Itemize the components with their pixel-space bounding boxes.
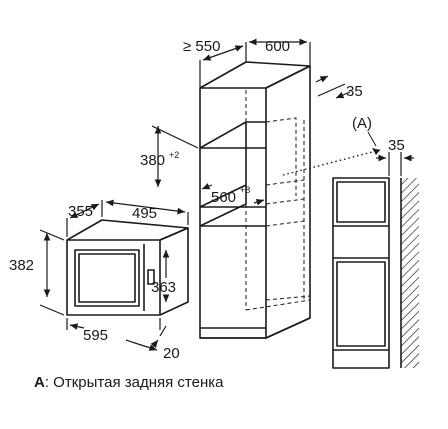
tall-cabinet [199, 61, 311, 339]
callout-a: (A) [352, 115, 372, 132]
label-niche-height-tol: +2 [169, 150, 179, 160]
label-oven-height: 382 [9, 257, 34, 274]
label-oven-front-depth: 495 [132, 205, 157, 222]
label-wall-gap: 35 [388, 137, 405, 154]
ventilation-arrowhead [372, 148, 380, 155]
dim-wall-gap [376, 152, 414, 176]
ventilation-path [282, 149, 381, 176]
label-niche-width: 560 [211, 189, 236, 206]
dim-depth-and-width [199, 38, 311, 88]
dim-side-gap [315, 75, 351, 99]
legend-key: A [34, 374, 45, 391]
dim-oven-offset [149, 325, 167, 351]
label-depth-min: ≥ 550 [183, 38, 220, 55]
cabinet-hidden-lines [245, 90, 311, 311]
legend-text: : Открытая задняя стенка [44, 374, 224, 391]
dim-oven-top [66, 199, 189, 237]
label-oven-inner-height: 363 [151, 279, 176, 296]
label-oven-offset: 20 [163, 345, 180, 362]
label-niche-height: 380 [140, 152, 165, 169]
dim-oven-width [66, 318, 161, 351]
dim-niche-height [151, 125, 199, 187]
microwave-oven [66, 219, 189, 316]
dim-oven-height [39, 229, 65, 316]
dim-niche-width [201, 183, 265, 206]
label-niche-width-tol: +8 [240, 185, 250, 195]
legend-caption: A: Открытая задняя стенка [34, 374, 223, 391]
label-oven-width: 595 [83, 327, 108, 344]
label-side-gap: 35 [346, 83, 363, 100]
side-view-wall [400, 178, 419, 368]
side-view-cabinet [332, 177, 390, 369]
label-oven-depth: 355 [68, 203, 93, 220]
label-cabinet-width: 600 [265, 38, 290, 55]
